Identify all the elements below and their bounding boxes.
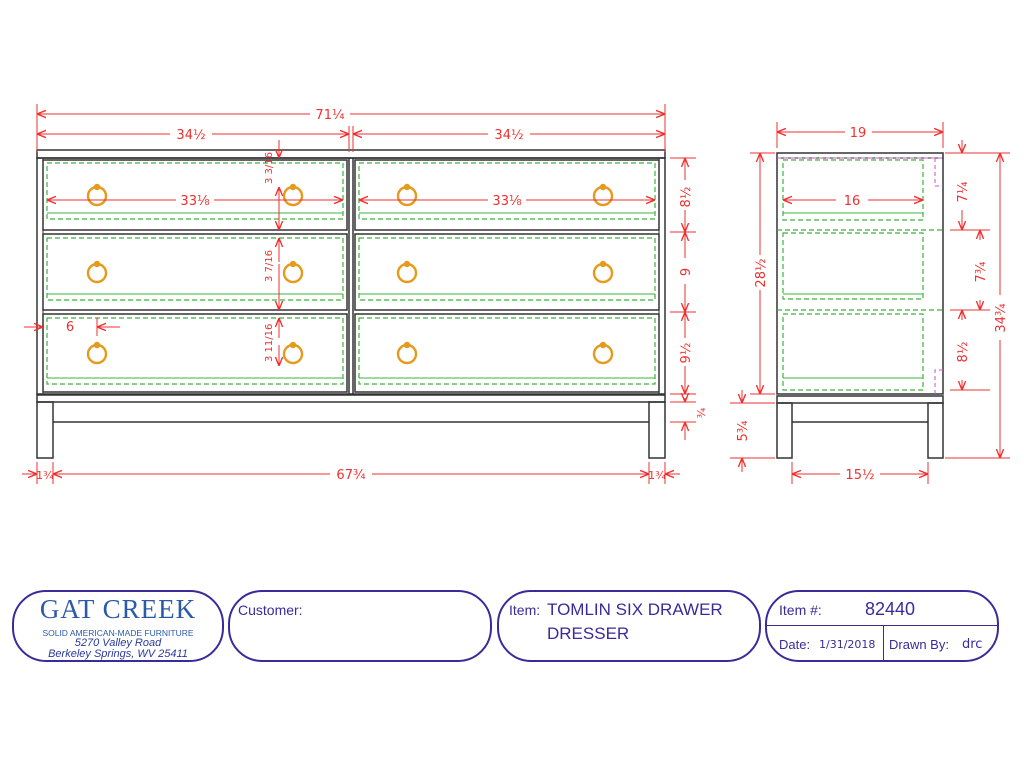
dim-inner-depth: 16	[844, 194, 861, 209]
dim-leg-height: 5¾	[736, 420, 751, 441]
dim-mid-gap: 3 7/16	[264, 250, 275, 282]
item-number-box: Item #: 82440 Date: 1/31/2018 Drawn By: …	[765, 590, 999, 662]
dim-pull-inset: 6	[66, 320, 74, 335]
dim-side-drawer2: 7¾	[974, 261, 989, 282]
dim-low-gap: 3 11/16	[264, 324, 275, 362]
dimension-lines	[22, 104, 1010, 484]
company-address-line1: 5270 Valley Road	[74, 637, 162, 649]
drawer-front	[354, 233, 660, 311]
dim-case-height: 28½	[754, 258, 769, 287]
drawn-by-value: drc	[962, 637, 983, 652]
dim-overall-width: 71¼	[315, 108, 345, 123]
dim-apron-height: ¾	[695, 407, 708, 418]
drawer-front	[42, 159, 348, 231]
side-leg	[776, 402, 793, 459]
dresser-case	[36, 157, 666, 395]
dim-left-leg: 1¾	[36, 469, 54, 482]
customer-box: Customer:	[228, 590, 492, 662]
dim-depth: 19	[850, 126, 867, 141]
dim-side-drawer1: 7¼	[956, 181, 971, 202]
drawer-front	[354, 313, 660, 393]
dim-right-drawer-width: 33⅛	[492, 194, 522, 209]
company-name: GAT CREEK	[39, 594, 197, 624]
date-value: 1/31/2018	[819, 638, 876, 651]
dim-front-drawer1: 8½	[679, 187, 694, 208]
item-number-value: 82440	[865, 599, 916, 619]
side-case	[776, 152, 944, 395]
date-label: Date:	[779, 637, 811, 652]
drawn-by-label: Drawn By:	[889, 637, 949, 652]
company-box: GAT CREEK SOLID AMERICAN-MADE FURNITURE …	[12, 590, 224, 662]
front-leg	[36, 401, 54, 459]
item-name-line1: TOMLIN SIX DRAWER	[547, 600, 723, 619]
drawer-front	[354, 159, 660, 231]
dim-side-drawer3: 8½	[956, 342, 971, 363]
front-view	[36, 149, 666, 459]
dim-top-gap: 3 3/16	[264, 152, 275, 184]
drawer-front	[42, 233, 348, 311]
dresser-top	[36, 149, 666, 159]
item-name-line2: DRESSER	[547, 624, 630, 643]
dim-front-drawer2: 9	[679, 268, 694, 276]
customer-label: Customer:	[238, 602, 303, 618]
drawer-front	[42, 313, 348, 393]
dim-overall-height: 34¾	[994, 303, 1009, 333]
item-box: Item: TOMLIN SIX DRAWER DRESSER	[497, 590, 761, 662]
side-view	[776, 152, 944, 459]
item-number-label: Item #:	[779, 602, 822, 618]
front-leg	[648, 401, 666, 459]
dim-front-drawer3: 9½	[679, 343, 694, 364]
side-leg	[927, 402, 944, 459]
dim-right-leg: 1¾	[648, 469, 666, 482]
dim-left-bay-width: 34½	[176, 128, 205, 143]
dim-right-bay-width: 34½	[494, 128, 523, 143]
company-address-line2: Berkeley Springs, WV 25411	[48, 648, 188, 660]
dim-left-drawer-width: 33⅛	[180, 194, 210, 209]
company-tagline: SOLID AMERICAN-MADE FURNITURE	[42, 628, 194, 638]
item-label: Item:	[509, 602, 541, 618]
dim-base-depth: 15½	[845, 468, 874, 483]
dim-base-width: 67¾	[336, 468, 366, 483]
